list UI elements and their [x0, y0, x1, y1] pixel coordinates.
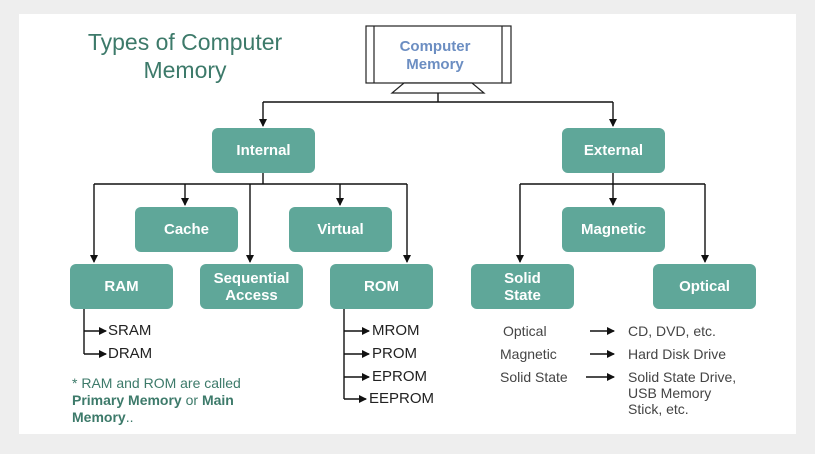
node-solid-state: Solid State	[471, 264, 574, 309]
node-ram: RAM	[70, 264, 173, 309]
node-virtual: Virtual	[289, 207, 392, 252]
node-rom: ROM	[330, 264, 433, 309]
node-cache: Cache	[135, 207, 238, 252]
rom-type-item: EPROM	[372, 368, 428, 385]
example-line: CD, DVD, etc.	[628, 323, 716, 339]
footnote: * RAM and ROM are called Primary Memory …	[72, 375, 292, 426]
note-bold-primary: Primary Memory	[72, 392, 182, 408]
node-internal: Internal	[212, 128, 315, 173]
sequential-line-2: Access	[225, 286, 278, 304]
rom-type-item: MROM	[372, 322, 420, 339]
external-example: Hard Disk Drive	[628, 346, 726, 362]
title-line-2: Memory	[143, 57, 227, 83]
note-bold-memory: Memory	[72, 409, 126, 425]
node-magnetic: Magnetic	[562, 207, 665, 252]
ram-type-item: DRAM	[108, 345, 153, 362]
external-type-label: Magnetic	[500, 346, 557, 362]
solid-state-line-1: Solid	[504, 269, 541, 287]
external-type-label: Optical	[503, 323, 547, 339]
note-mid: or	[181, 392, 202, 408]
note-prefix: * RAM and ROM are called	[72, 375, 241, 391]
rom-type-item: EEPROM	[369, 390, 435, 407]
example-line: Stick, etc.	[628, 401, 689, 417]
external-example: Solid State Drive, USB Memory Stick, etc…	[628, 369, 736, 417]
note-bold-main: Main	[201, 392, 234, 408]
monitor-icon	[365, 25, 512, 94]
node-sequential-access: Sequential Access	[200, 264, 303, 309]
solid-state-line-2: State	[504, 286, 541, 304]
note-suffix: ..	[125, 409, 134, 425]
example-line: Solid State Drive,	[628, 369, 737, 385]
example-line: USB Memory	[628, 385, 712, 401]
external-type-label: Solid State	[500, 369, 568, 385]
node-optical: Optical	[653, 264, 756, 309]
diagram-title: Types of Computer Memory	[60, 28, 310, 84]
example-line: Hard Disk Drive	[628, 346, 727, 362]
rom-type-item: PROM	[372, 345, 417, 362]
external-example: CD, DVD, etc.	[628, 323, 716, 339]
root-node-label: Computer Memory	[378, 38, 492, 74]
root-line-2: Memory	[406, 56, 464, 73]
sequential-line-1: Sequential	[213, 269, 290, 287]
title-line-1: Types of Computer	[87, 29, 283, 55]
root-line-1: Computer	[399, 38, 471, 55]
ram-type-item: SRAM	[108, 322, 152, 339]
node-external: External	[562, 128, 665, 173]
